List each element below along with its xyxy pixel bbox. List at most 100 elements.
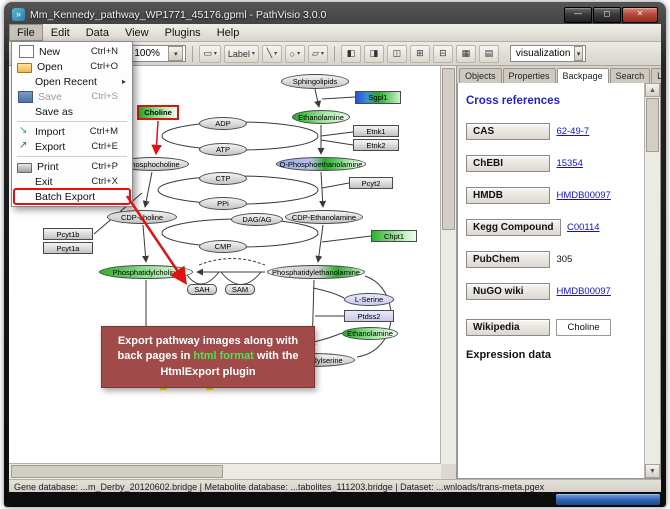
pathway-node[interactable]: Phosphatidylethanolamine [267, 265, 365, 279]
backpage-xref-link[interactable]: 305 [556, 254, 573, 265]
pathway-node[interactable]: ATP [199, 143, 247, 156]
file-menu-item[interactable]: Print Ctrl+P [13, 159, 131, 174]
file-menu-item[interactable] [13, 119, 131, 124]
pathway-node[interactable]: Pcyt2 [349, 177, 393, 189]
canvas-vertical-scrollbar[interactable] [440, 66, 456, 464]
close-button[interactable]: ✕ [622, 6, 658, 23]
file-menu-item[interactable]: Save as [13, 104, 131, 119]
visualization-combobox[interactable]: visualization ▾ [509, 45, 586, 62]
maximize-button[interactable]: ◻ [593, 6, 621, 23]
file-menu-item[interactable] [13, 154, 131, 159]
file-menu-item[interactable]: Import Ctrl+M [13, 124, 131, 139]
pathway-node[interactable]: Phosphatidylcholine [99, 265, 193, 279]
pathway-node-label: ADP [215, 119, 231, 128]
line-tool-button[interactable]: ╲▾ [261, 44, 282, 63]
pathway-node[interactable]: L-Serine [344, 293, 394, 306]
scrollbar-thumb[interactable] [442, 68, 455, 230]
backpage-xref-link[interactable]: 15354 [556, 158, 583, 169]
scrollbar-thumb[interactable] [11, 465, 223, 478]
window-frame: » Mm_Kennedy_pathway_WP1771_45176.gpml -… [4, 2, 666, 507]
backpage-xref-link[interactable]: HMDB00097 [556, 190, 611, 201]
scroll-up-button[interactable]: ▲ [645, 83, 660, 97]
menu-item-icon [17, 140, 30, 153]
pathway-node[interactable]: Sphingolipids [281, 74, 349, 89]
backpage-xref-link[interactable]: Choline [556, 319, 611, 336]
label-tool-button[interactable]: Label▾ [223, 44, 259, 63]
pathway-node[interactable]: Pcyt1b [43, 228, 93, 240]
backpage-xref-link[interactable]: 62-49-7 [556, 126, 590, 137]
pathway-node[interactable]: CMP [199, 240, 247, 253]
menubar-item[interactable]: File [9, 24, 43, 41]
menubar-item[interactable]: Plugins [164, 27, 201, 39]
pathway-node-label: L-Serine [354, 295, 384, 304]
menubar-item[interactable]: View [124, 27, 149, 39]
chevron-down-icon[interactable]: ▾ [574, 46, 583, 61]
shape-tool-button[interactable]: ○▾ [284, 44, 305, 63]
pathway-node[interactable]: Choline [137, 105, 179, 120]
side-panel-tab[interactable]: Objects [459, 68, 502, 83]
annotation-callout: Export pathway images along with back pa… [101, 326, 315, 389]
canvas-horizontal-scrollbar[interactable] [9, 463, 441, 479]
align-left-button[interactable]: ◧ [340, 44, 361, 63]
pathway-node[interactable]: Etnk1 [353, 125, 399, 137]
side-panel-tab[interactable]: Legend [651, 68, 661, 83]
pathway-canvas[interactable]: Sphingolipids Sgpl1 Choline Ethanolamine… [9, 66, 457, 479]
toolbar-separator [192, 45, 194, 62]
menu-item-shortcut: Ctrl+X [91, 176, 118, 187]
menubar-item[interactable]: Edit [50, 27, 70, 39]
pathway-node[interactable]: DAG/AG [231, 213, 283, 226]
align-right-button[interactable]: ◨ [363, 44, 384, 63]
file-menu-item[interactable]: New Ctrl+N [13, 44, 131, 59]
pathway-node[interactable]: Ptdss2 [344, 310, 394, 322]
menubar-item[interactable]: Help [216, 27, 240, 39]
distribute-h-button[interactable]: ⊞ [409, 44, 430, 63]
file-menu-item[interactable]: Batch Export [13, 188, 131, 205]
pathway-node[interactable]: ADP [199, 117, 247, 130]
side-panel-tab[interactable]: Backpage [556, 68, 609, 84]
chevron-down-icon: ▾ [320, 51, 324, 57]
menubar-item[interactable]: Data [85, 27, 109, 39]
align-center-button[interactable]: ◫ [386, 44, 407, 63]
stack-h-button[interactable]: ▤ [478, 44, 499, 63]
minimize-button[interactable]: — [564, 6, 592, 23]
backpage-xref-link[interactable]: HMDB00097 [556, 286, 611, 297]
pathway-node[interactable]: Sgpl1 [355, 91, 401, 104]
pathway-node-label: PPi [217, 199, 229, 208]
scroll-down-button[interactable]: ▼ [645, 464, 660, 478]
file-menu-item[interactable]: Open Ctrl+O [13, 59, 131, 74]
pathway-node[interactable]: SAM [225, 284, 255, 295]
distribute-v-button[interactable]: ⊟ [432, 44, 453, 63]
pathway-node[interactable]: CTP [199, 172, 247, 185]
side-panel-tab[interactable]: Properties [502, 68, 556, 83]
datanode-tool-button[interactable]: ▭▾ [199, 44, 221, 63]
pathway-node[interactable]: CDP-Ethanolamine [285, 210, 363, 224]
file-menu-item[interactable]: Open Recent ▸ [13, 74, 131, 89]
file-menu-item[interactable]: Export Ctrl+E [13, 139, 131, 154]
pathway-node[interactable]: SAH [187, 284, 217, 295]
backpage-section-title: NuGO wiki [466, 283, 550, 300]
template-tool-button[interactable]: ▱▾ [307, 44, 328, 63]
window-buttons: —◻✕ [564, 6, 658, 23]
backpage-xref-link[interactable]: C00114 [567, 222, 600, 233]
pathway-node[interactable]: Chpt1 [371, 230, 417, 242]
pathway-node[interactable]: Ethanolamine [342, 327, 398, 340]
pathway-node[interactable]: CDP-choline [107, 210, 177, 224]
chevron-down-icon: ▾ [213, 51, 217, 57]
pathway-nodes: Sphingolipids Sgpl1 Choline Ethanolamine… [9, 66, 441, 464]
scrollbar-thumb[interactable] [646, 98, 659, 152]
side-panel-tab[interactable]: Search [609, 68, 651, 83]
pathway-node[interactable]: Ethanolamine [292, 110, 350, 124]
pathway-node[interactable]: Pcyt1a [43, 242, 93, 254]
menu-item-label: Save [38, 90, 62, 103]
menu-item-icon [17, 191, 30, 203]
stack-v-button[interactable]: ▦ [455, 44, 476, 63]
zoom-combobox[interactable]: 100% ▾ [128, 45, 187, 62]
file-menu-item[interactable]: Exit Ctrl+X [13, 174, 131, 189]
chevron-down-icon[interactable]: ▾ [168, 46, 184, 61]
pathway-node[interactable]: O-Phosphoethanolamine [276, 157, 366, 171]
pathway-node[interactable]: PPi [199, 197, 247, 210]
pathway-node[interactable]: Etnk2 [353, 139, 399, 151]
backpage-scrollbar[interactable]: ▲ ▼ [644, 83, 660, 478]
file-menu-item[interactable]: Save Ctrl+S [13, 89, 131, 104]
